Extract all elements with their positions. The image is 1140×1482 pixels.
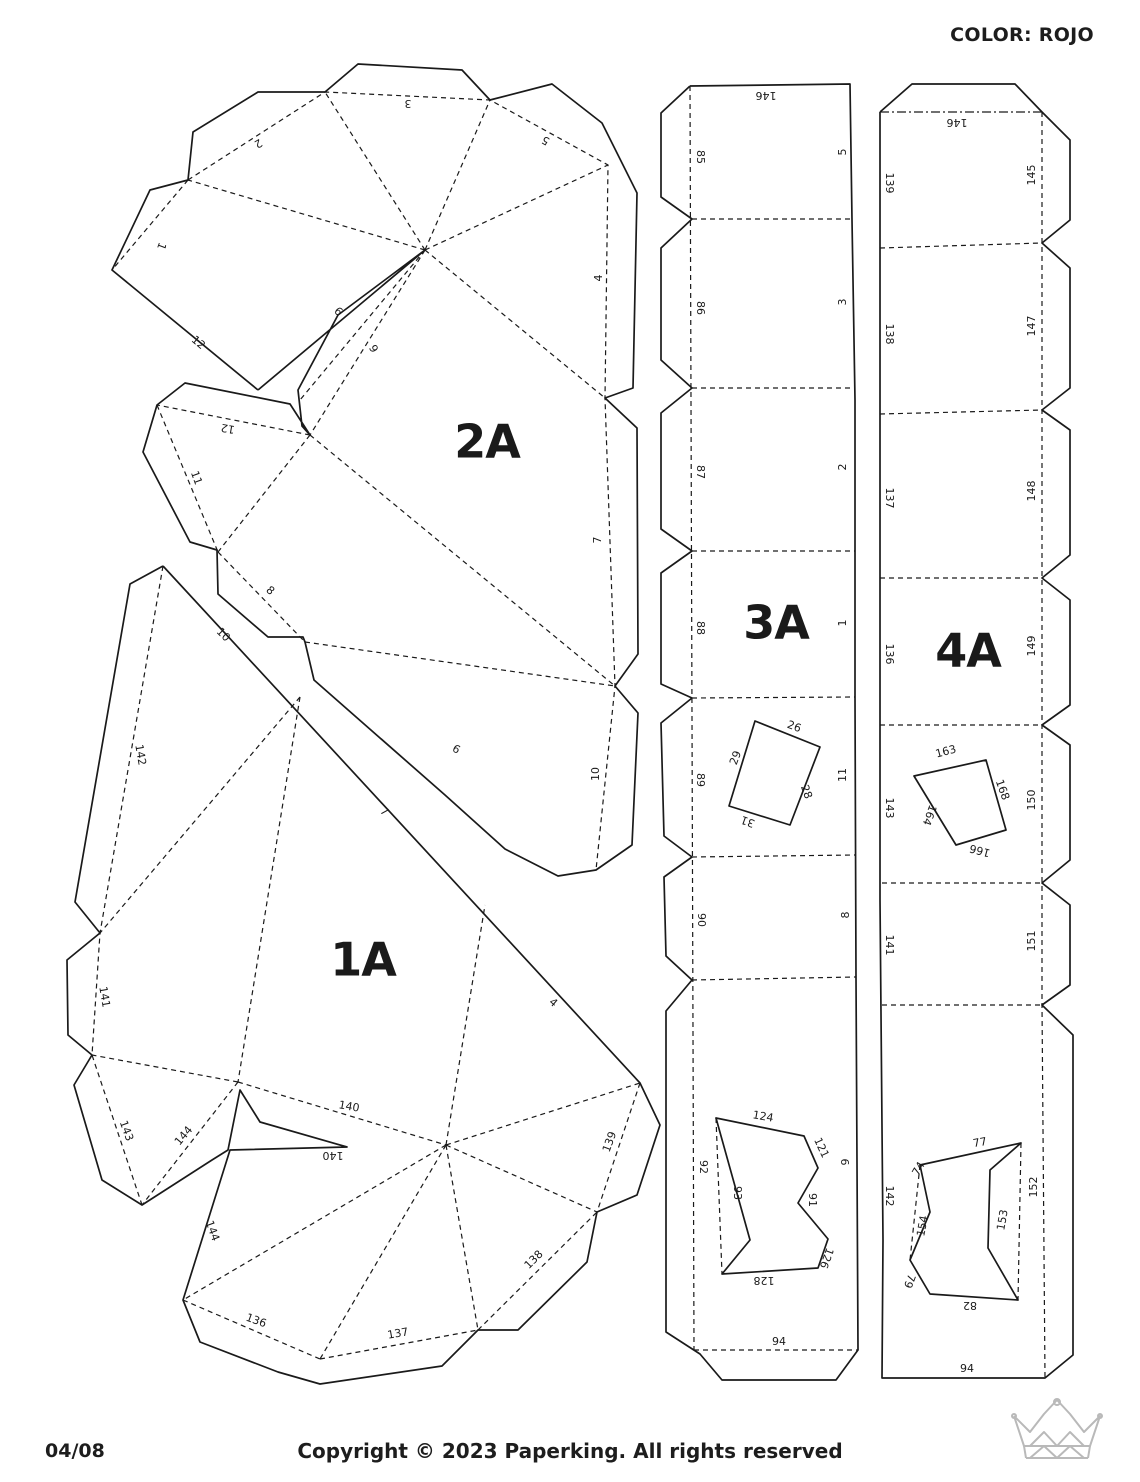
edge-num: 141 bbox=[96, 985, 112, 1008]
edge-num: 3 bbox=[836, 299, 849, 306]
edge-num: 4 bbox=[546, 995, 560, 1009]
edge-num: 138 bbox=[883, 324, 896, 345]
edge-num: 136 bbox=[244, 1311, 268, 1330]
edge-num: 139 bbox=[600, 1130, 619, 1154]
edge-num: 88 bbox=[694, 621, 707, 635]
edge-num: 140 bbox=[323, 1149, 344, 1162]
edge-num: 90 bbox=[695, 913, 708, 927]
edge-num: 93 bbox=[731, 1186, 744, 1200]
edge-num: 166 bbox=[968, 841, 992, 859]
edge-num: 26 bbox=[785, 718, 803, 735]
label-1a: 1A bbox=[330, 933, 397, 987]
crown-logo bbox=[1011, 1398, 1103, 1459]
edge-num: 79 bbox=[901, 1272, 918, 1290]
edge-num: 7 bbox=[591, 537, 604, 544]
edge-num: 148 bbox=[1025, 481, 1038, 502]
edge-num: 142 bbox=[883, 1186, 896, 1207]
copyright-notice: Copyright © 2023 Paperking. All rights r… bbox=[297, 1439, 843, 1463]
edge-num: 1 bbox=[836, 620, 849, 627]
edge-num: 9 bbox=[366, 342, 381, 355]
edge-num: 31 bbox=[739, 813, 757, 830]
edge-num: 10 bbox=[589, 767, 602, 781]
edge-num: 141 bbox=[883, 935, 896, 956]
edge-num: 8 bbox=[263, 583, 277, 597]
edge-num: 143 bbox=[117, 1119, 136, 1143]
edge-num: 89 bbox=[694, 773, 707, 787]
edge-num: 91 bbox=[806, 1193, 819, 1207]
edge-num: 143 bbox=[883, 798, 896, 819]
label-2a: 2A bbox=[454, 415, 521, 469]
edge-num: 137 bbox=[386, 1325, 409, 1341]
edge-num: 11 bbox=[836, 768, 849, 782]
edge-num: 5 bbox=[836, 149, 849, 156]
piece-3a: 3A 146 85 5 86 3 87 2 88 1 89 11 26 29 2… bbox=[660, 83, 859, 1381]
edge-num: 147 bbox=[1025, 316, 1038, 337]
edge-num: 92 bbox=[697, 1160, 710, 1174]
edge-num: 10 bbox=[214, 625, 233, 644]
edge-num: 153 bbox=[994, 1208, 1010, 1231]
edge-num: 151 bbox=[1025, 931, 1038, 952]
edge-num: 137 bbox=[883, 488, 896, 509]
edge-num: 82 bbox=[963, 1299, 977, 1312]
edge-num: 28 bbox=[798, 783, 815, 801]
edge-num: 94 bbox=[960, 1362, 974, 1375]
label-3a: 3A bbox=[743, 596, 810, 650]
edge-num: 77 bbox=[972, 1135, 988, 1150]
piece-2a: 2A 3 2 5 1 4 12 6 9 12 11 7 8 10 10 9 7 bbox=[111, 63, 639, 877]
edge-num: 1 bbox=[154, 241, 169, 252]
edge-num: 146 bbox=[756, 89, 777, 102]
edge-num: 12 bbox=[220, 421, 236, 436]
edge-num: 126 bbox=[817, 1246, 836, 1270]
edge-num: 2 bbox=[252, 136, 265, 151]
edge-num: 74 bbox=[909, 1159, 927, 1178]
edge-num: 164 bbox=[920, 803, 939, 827]
page-number: 04/08 bbox=[45, 1440, 105, 1462]
piece-4a: 4A 146 139 145 138 147 137 148 136 149 1… bbox=[879, 83, 1074, 1379]
edge-num: 144 bbox=[203, 1219, 222, 1243]
edge-num: 2 bbox=[836, 464, 849, 471]
edge-num: 144 bbox=[172, 1123, 195, 1147]
edge-num: 142 bbox=[132, 743, 148, 766]
edge-num: 146 bbox=[947, 116, 968, 129]
edge-num: 136 bbox=[883, 644, 896, 665]
edge-num: 152 bbox=[1027, 1177, 1040, 1198]
edge-num: 9 bbox=[839, 1159, 852, 1166]
edge-num: 9 bbox=[450, 741, 463, 756]
edge-num: 94 bbox=[772, 1335, 786, 1348]
edge-num: 8 bbox=[839, 912, 852, 919]
edge-num: 87 bbox=[694, 465, 707, 479]
edge-num: 3 bbox=[405, 97, 412, 110]
edge-num: 124 bbox=[752, 1108, 775, 1124]
edge-num: 128 bbox=[754, 1274, 775, 1287]
edge-num: 163 bbox=[934, 743, 958, 761]
edge-num: 29 bbox=[727, 749, 744, 767]
color-label: COLOR: ROJO bbox=[950, 24, 1094, 46]
edge-num: 138 bbox=[522, 1248, 546, 1272]
edge-num: 86 bbox=[694, 301, 707, 315]
edge-num: 4 bbox=[592, 275, 605, 282]
edge-num: 139 bbox=[883, 173, 896, 194]
edge-num: 121 bbox=[811, 1136, 832, 1161]
edge-num: 85 bbox=[694, 150, 707, 164]
piece-1a: 1A 142 141 143 144 140 140 139 144 136 1… bbox=[66, 565, 661, 1385]
edge-num: 145 bbox=[1025, 165, 1038, 186]
edge-num: 168 bbox=[993, 778, 1012, 802]
edge-num: 140 bbox=[338, 1098, 361, 1114]
edge-num: 154 bbox=[914, 1214, 930, 1237]
edge-num: 11 bbox=[188, 469, 205, 487]
label-4a: 4A bbox=[935, 624, 1002, 678]
edge-num: 150 bbox=[1025, 790, 1038, 811]
edge-num: 149 bbox=[1025, 636, 1038, 657]
edge-num: 5 bbox=[539, 133, 552, 148]
